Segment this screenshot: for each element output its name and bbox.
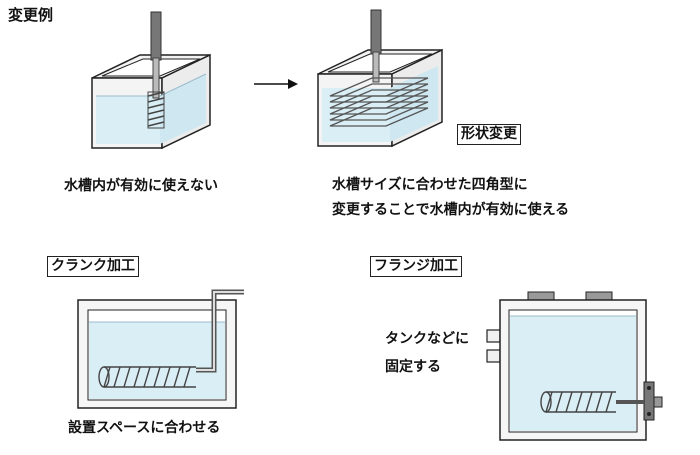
change-arrow-icon [254, 79, 298, 89]
flange-caption-line1: タンクなどに [385, 331, 469, 347]
before-caption: 水槽内が有効に使えない [64, 178, 218, 194]
flange-caption-line2: 固定する [385, 359, 441, 375]
tank-after-illustration [317, 9, 443, 148]
page-title: 変更例 [8, 6, 54, 24]
shape-change-label: 形状変更 [457, 124, 521, 145]
tank-before-illustration [91, 11, 211, 150]
after-caption-line1: 水槽サイズに合わせた四角型に [332, 177, 528, 193]
crank-label: クランク加工 [47, 256, 139, 277]
flange-tank-illustration [486, 291, 663, 441]
crank-caption: 設置スペースに合わせる [68, 420, 221, 436]
crank-tank-illustration [77, 289, 244, 409]
flange-label: フランジ加工 [370, 256, 462, 277]
after-caption-line2: 変更することで水槽内が有効に使える [332, 202, 570, 218]
